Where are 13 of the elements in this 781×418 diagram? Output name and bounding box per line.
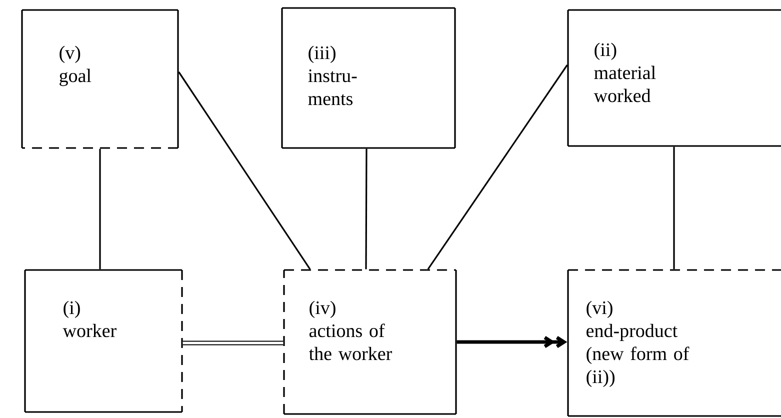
process-box: (i) worker [24, 269, 183, 413]
connector-line [673, 146, 675, 270]
process-box: (vi) end-product (new form of (ii)) [567, 269, 781, 417]
connector-line [365, 148, 368, 270]
process-box: (ii) material worked [567, 9, 781, 147]
connector-line [178, 72, 311, 270]
connector-line [99, 148, 101, 270]
process-box: (iii) instru- ments [281, 7, 456, 149]
process-box: (iv) actions of the worker [283, 269, 457, 415]
arrow [456, 336, 568, 348]
connector-line [427, 64, 568, 270]
connector-line [182, 340, 284, 346]
process-box: (v) goal [21, 9, 179, 149]
